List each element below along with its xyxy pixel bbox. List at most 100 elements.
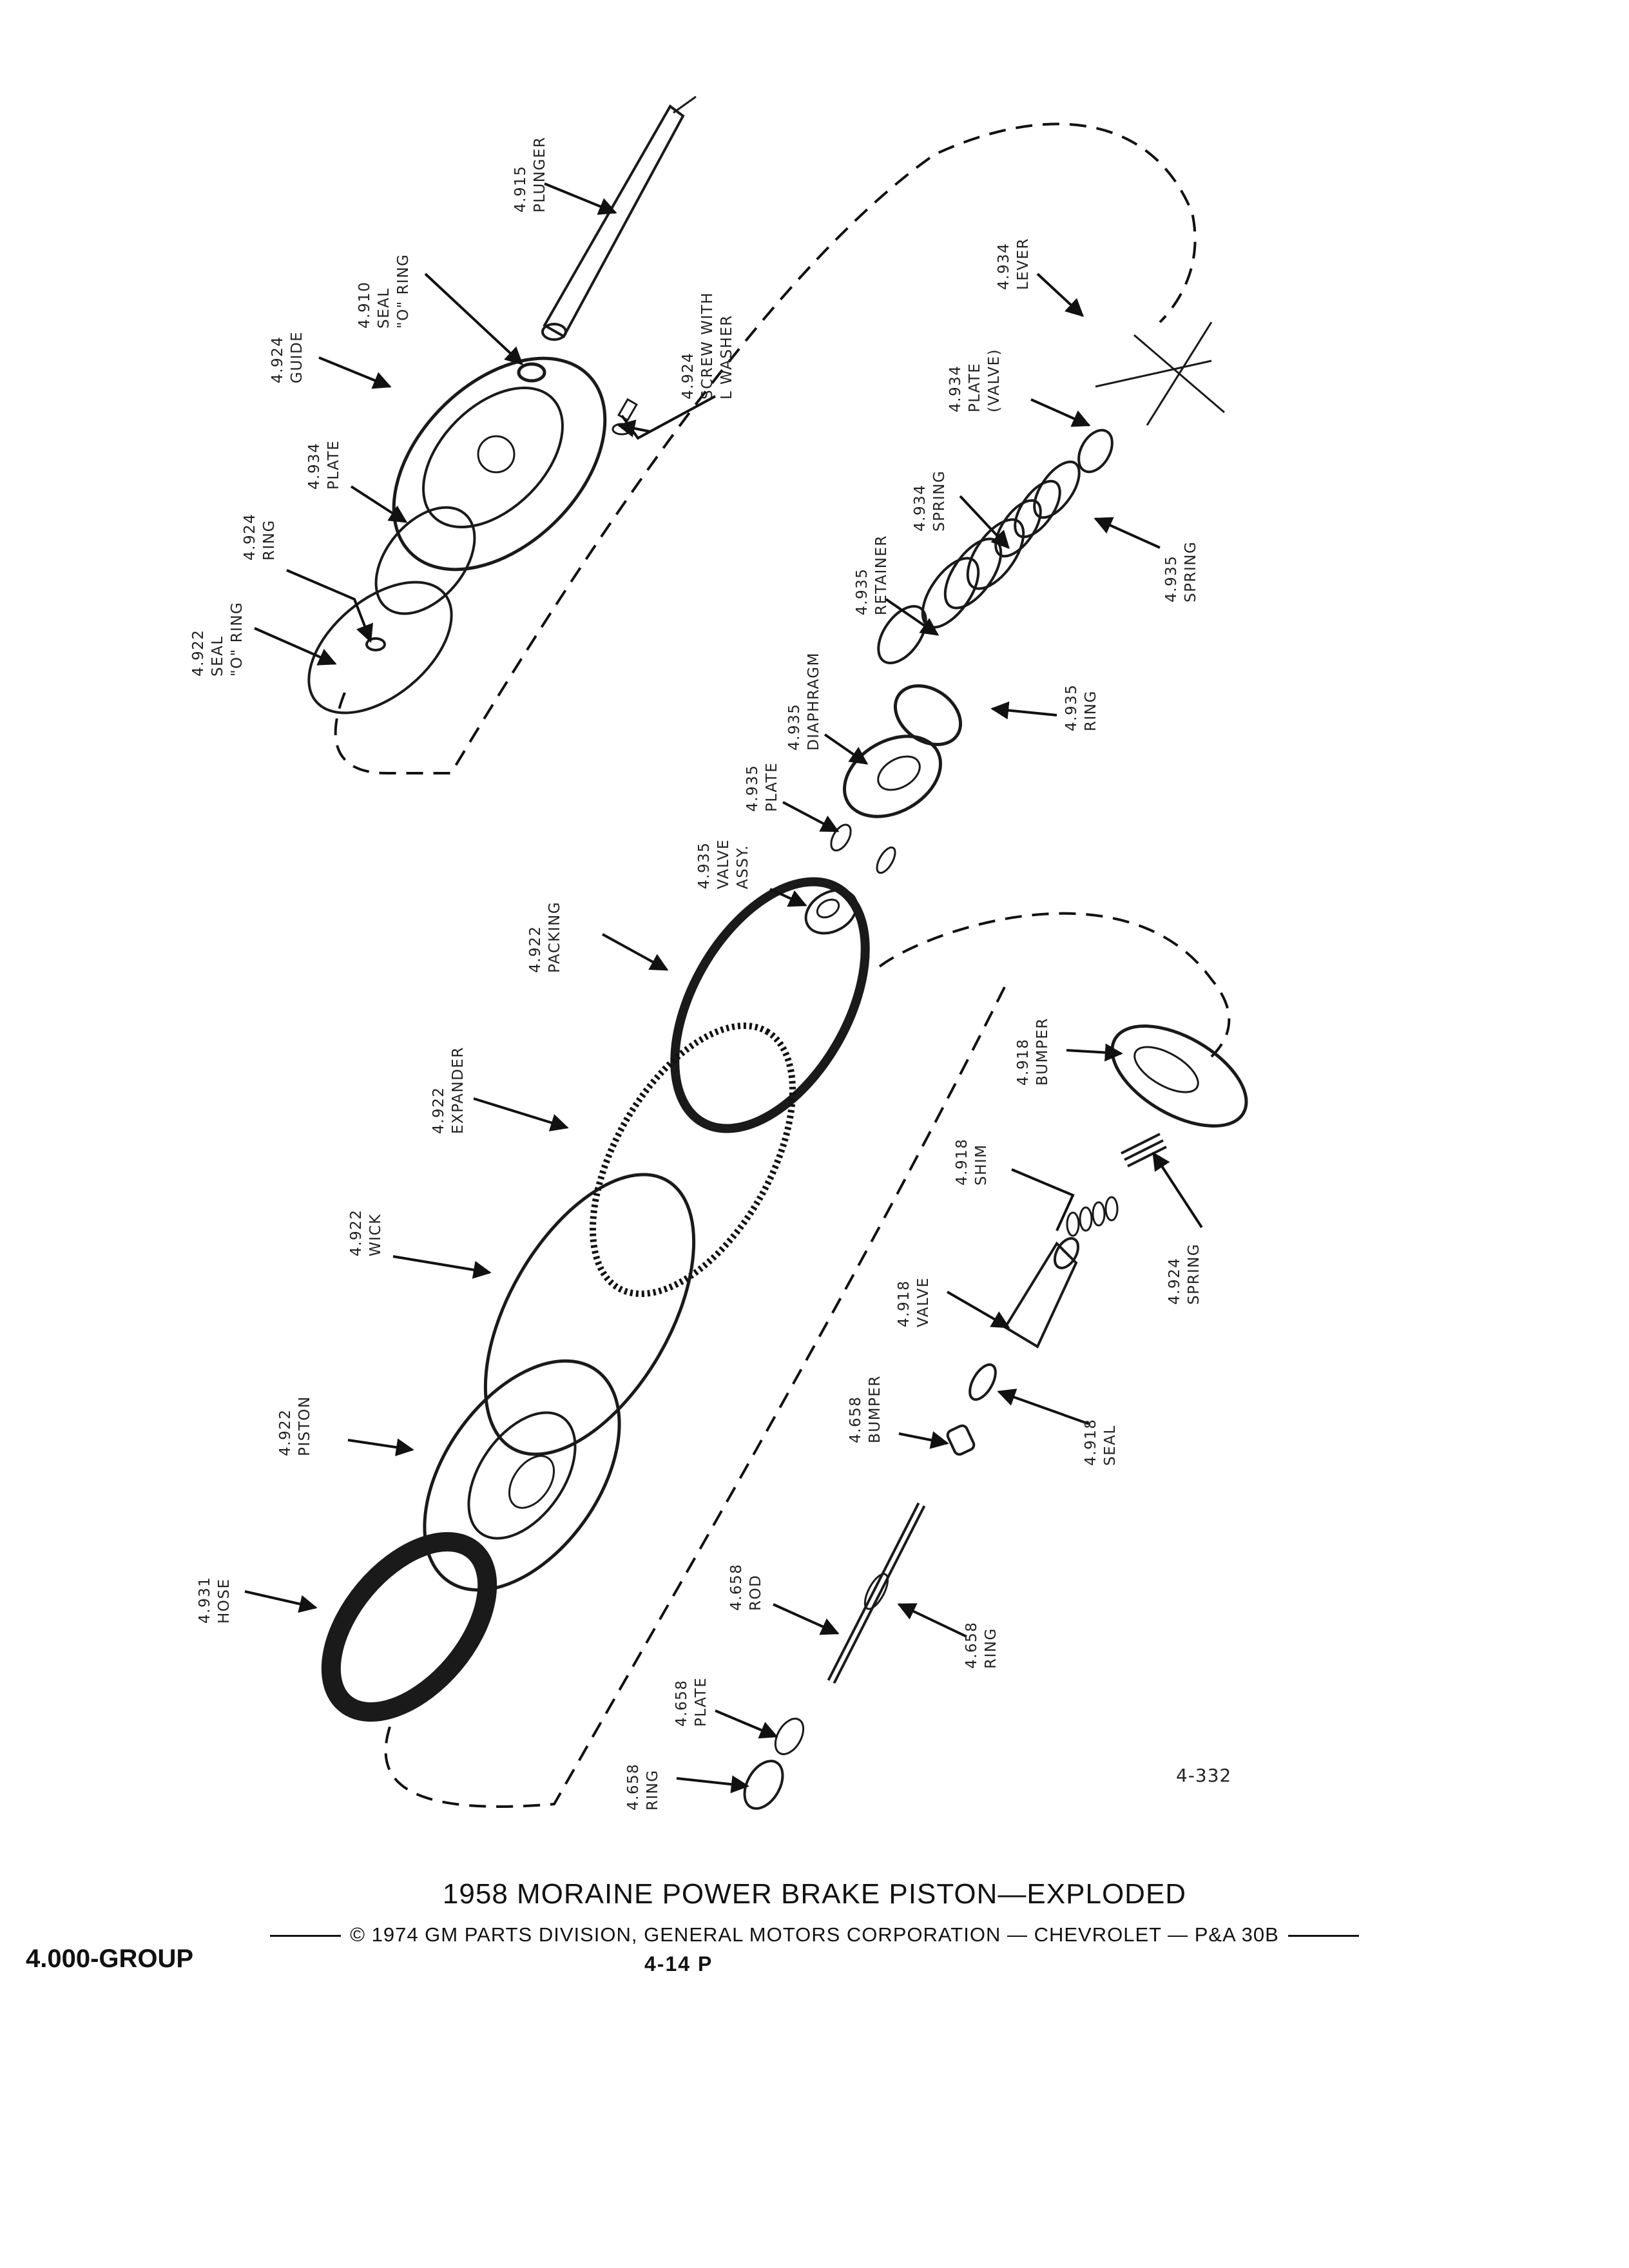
shim-part xyxy=(1066,1196,1119,1237)
arrow-diaphragm xyxy=(824,733,869,765)
assembly-path-lower xyxy=(384,985,1007,1808)
arrow-seal-o-ring xyxy=(424,273,524,365)
rule-left xyxy=(270,1935,342,1937)
guide-part xyxy=(392,356,607,572)
arrow-rod-bumper xyxy=(898,1431,949,1449)
retainer-part xyxy=(877,605,927,664)
assembly-path-right xyxy=(878,912,1231,1058)
assembly-path-upper xyxy=(334,122,1197,774)
arrow-screw xyxy=(621,395,716,440)
small-spring-part xyxy=(1121,1133,1167,1168)
figure-number: 4-332 xyxy=(1176,1765,1231,1786)
arrow-retainer-ring xyxy=(990,701,1057,720)
page-number: 4-14 P xyxy=(644,1952,713,1975)
arrow-piston xyxy=(347,1438,414,1457)
diaphragm-part xyxy=(842,735,943,818)
arrow-valve xyxy=(946,1291,1010,1329)
plate-part xyxy=(374,506,476,615)
bumper-disk-part xyxy=(1110,1024,1248,1128)
rod-part xyxy=(827,1502,926,1684)
arrow-valve-assy xyxy=(769,888,807,907)
valve-part xyxy=(1003,1237,1080,1349)
small-plate-part xyxy=(830,823,852,852)
arrow-expander xyxy=(473,1097,569,1131)
arrow-seal xyxy=(254,627,337,666)
packing-part xyxy=(670,877,870,1133)
expander-part xyxy=(590,1022,796,1298)
leader-arrows xyxy=(244,182,1203,1794)
spring-inner-part xyxy=(994,460,1081,558)
seal-disk-part xyxy=(307,581,453,715)
plunger-part xyxy=(541,95,697,341)
hose-part xyxy=(321,1532,497,1722)
arrow-packing xyxy=(602,933,669,971)
arrow-ring xyxy=(286,569,374,643)
arrow-plate xyxy=(350,485,408,523)
rule-right xyxy=(1287,1935,1359,1937)
arrow-retainer xyxy=(885,598,940,636)
small-plate-part-2 xyxy=(876,846,896,874)
retainer-ring-part xyxy=(893,684,963,746)
arrow-plunger xyxy=(544,182,617,215)
piston-part xyxy=(423,1359,621,1592)
arrow-bumper xyxy=(1066,1043,1123,1062)
arrow-small-spring xyxy=(1152,1151,1203,1229)
arrow-rod-plate xyxy=(715,1709,778,1739)
arrow-small-plate xyxy=(782,801,840,832)
arrow-spring-inner xyxy=(959,495,1010,550)
ring-part xyxy=(365,637,386,651)
page-title: 1958 MORAINE POWER BRAKE PISTON—EXPLODED xyxy=(442,1878,1187,1910)
valve-seal-part xyxy=(969,1363,997,1401)
arrow-rod-ring xyxy=(897,1603,967,1638)
group-number: 4.000-GROUP xyxy=(26,1945,194,1973)
copyright-line: © 1974 GM PARTS DIVISION, GENERAL MOTORS… xyxy=(0,1923,1629,1946)
arrow-rod-end-ring xyxy=(676,1775,749,1794)
lever-part xyxy=(1095,322,1225,426)
rod-plate-part xyxy=(774,1718,805,1755)
valve-plate-part xyxy=(1077,428,1113,474)
rod-bumper-part xyxy=(946,1424,976,1456)
arrow-guide xyxy=(318,356,392,389)
arrow-valve-plate xyxy=(1030,398,1091,427)
rod-ring-part xyxy=(743,1760,784,1810)
seal-o-ring-part xyxy=(517,362,546,383)
arrow-hose xyxy=(244,1590,318,1613)
arrow-screw-2 xyxy=(617,419,651,437)
arrow-lever xyxy=(1036,273,1084,317)
arrow-spring-outer xyxy=(1094,517,1161,549)
arrow-wick xyxy=(392,1255,492,1279)
